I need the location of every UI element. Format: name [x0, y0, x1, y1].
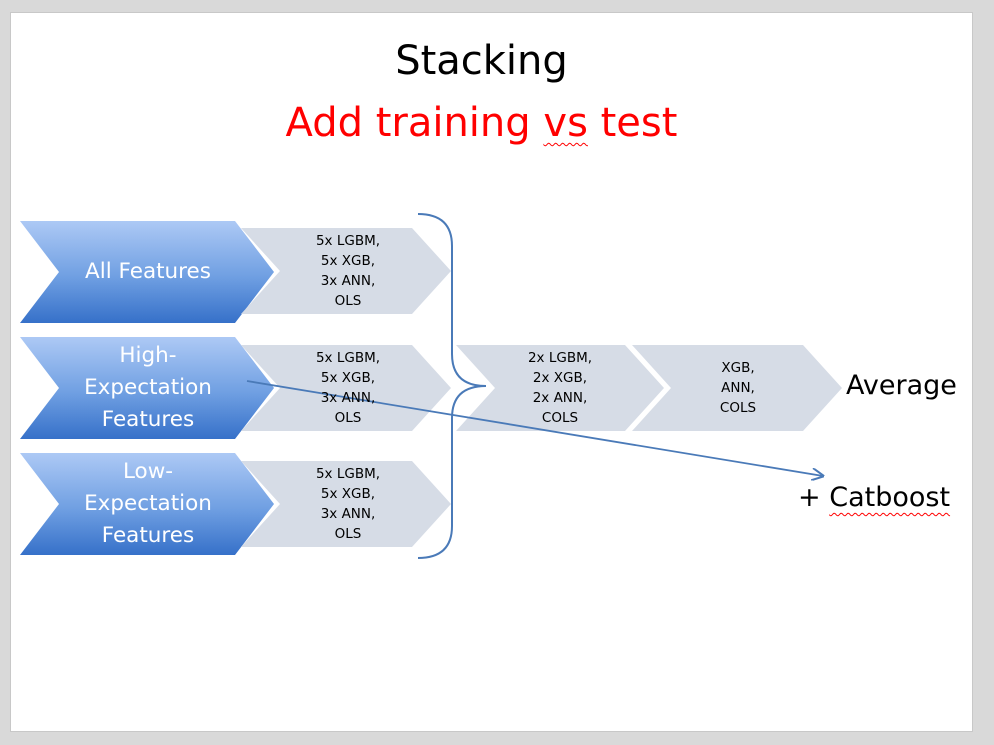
level1-chevron-3 [241, 461, 451, 547]
subtitle-prefix: Add training [285, 100, 544, 146]
catboost-label: Catboost [829, 481, 951, 513]
level1-chevron-2 [241, 345, 451, 431]
curly-brace [417, 213, 487, 559]
input-label-all-features: All Features [85, 259, 211, 284]
input-chevron-low [20, 453, 274, 555]
input-label-low-expectation: Low- Expectation Features [84, 459, 212, 548]
catboost-arrow [246, 380, 823, 476]
level1-label-1: 5x LGBM, 5x XGB, 3x ANN, OLS [315, 233, 381, 309]
subtitle-suffix: test [587, 100, 678, 146]
output-average: Average [846, 369, 957, 401]
slide-title: Stacking [395, 38, 568, 84]
level1-chevron-1 [241, 228, 451, 314]
level2-label: 2x LGBM, 2x XGB, 2x ANN, COLS [527, 350, 593, 426]
output-catboost: + Catboost [798, 478, 968, 518]
catboost-prefix: + [798, 481, 830, 513]
input-label-high-expectation: High- Expectation Features [84, 343, 212, 432]
input-chevron-all [20, 221, 274, 323]
level2-chevron [456, 345, 664, 431]
level3-label: XGB, ANN, COLS [719, 360, 757, 416]
level3-chevron [632, 345, 842, 431]
subtitle-vs: vs [543, 100, 588, 146]
input-chevron-high [20, 337, 274, 439]
slide-subtitle: Add training vs test [0, 100, 963, 146]
level1-label-3: 5x LGBM, 5x XGB, 3x ANN, OLS [315, 466, 381, 542]
level1-label-2: 5x LGBM, 5x XGB, 3x ANN, OLS [315, 350, 381, 426]
